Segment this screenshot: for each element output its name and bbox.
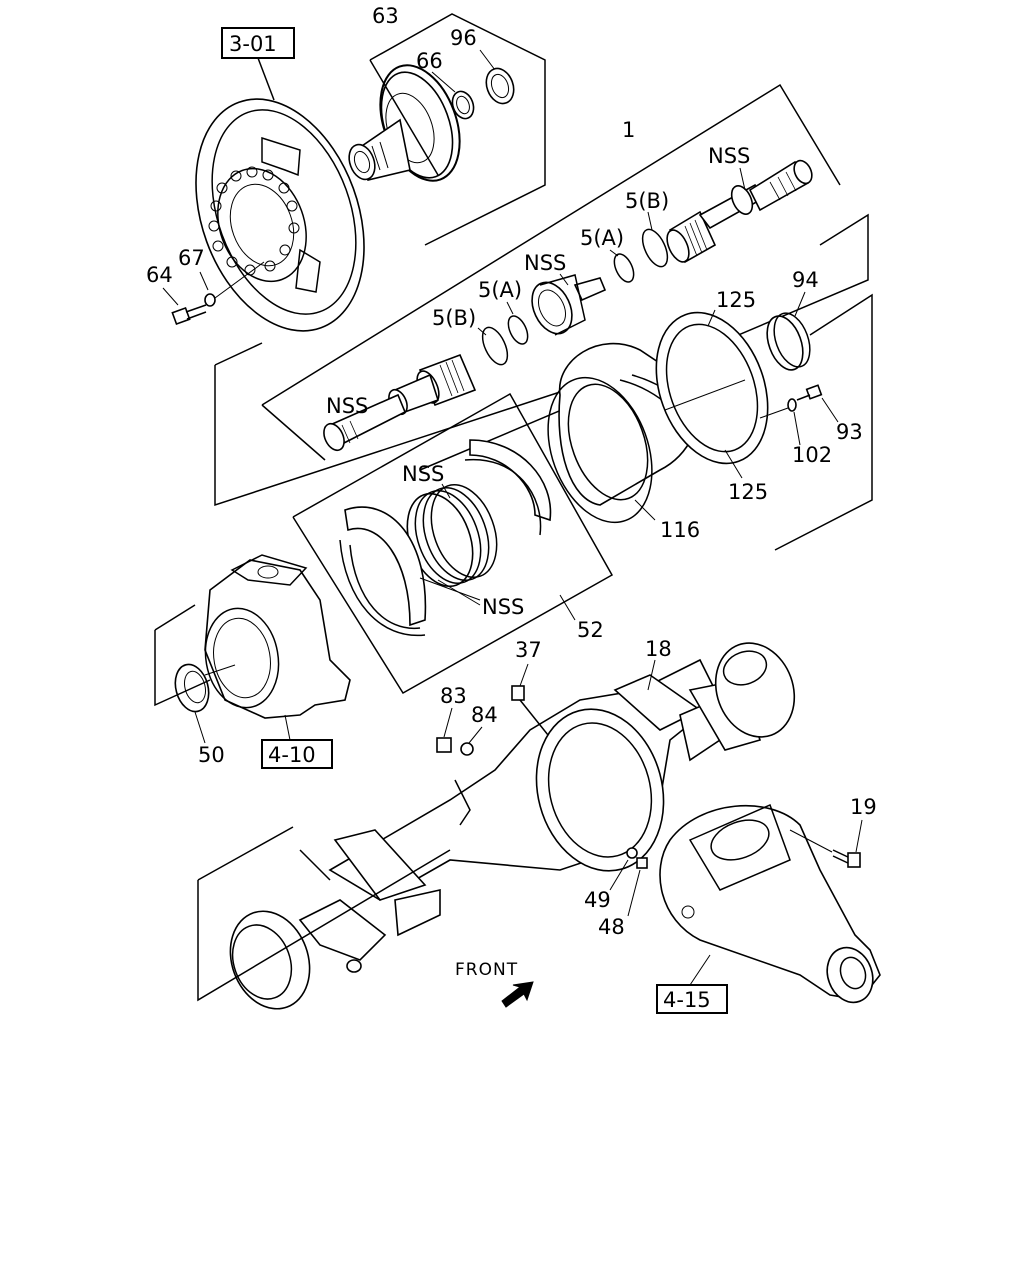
front-label: FRONT xyxy=(455,960,518,980)
plug-83 xyxy=(436,737,452,753)
washer-49 xyxy=(626,847,638,859)
brake-drum-lining xyxy=(406,483,498,588)
ref-box-4-10[interactable] xyxy=(261,739,333,769)
label-nss-left[interactable]: NSS xyxy=(326,394,368,418)
axle-housing xyxy=(229,642,796,1010)
breather-37 xyxy=(511,685,549,736)
label-125-top[interactable]: 125 xyxy=(716,288,756,312)
bearing-nss xyxy=(531,274,607,336)
snap-ring-5b-mid xyxy=(481,326,509,366)
label-102[interactable]: 102 xyxy=(792,443,832,467)
label-18[interactable]: 18 xyxy=(645,637,672,661)
label-5b-top[interactable]: 5(B) xyxy=(625,189,669,213)
washer-84 xyxy=(460,742,474,756)
nut-48 xyxy=(636,857,648,869)
ref-box-4-15[interactable] xyxy=(656,984,728,1014)
axle-spindle xyxy=(348,64,461,182)
snap-ring-5a-top xyxy=(613,253,635,283)
bolt-93 xyxy=(796,384,823,401)
axle-shaft-lower xyxy=(323,353,477,452)
label-48[interactable]: 48 xyxy=(598,915,625,939)
differential-carrier xyxy=(659,803,881,1004)
brake-shoe-upper xyxy=(464,439,552,536)
part-66-ring xyxy=(451,90,475,120)
label-116[interactable]: 116 xyxy=(660,518,700,542)
label-52[interactable]: 52 xyxy=(577,618,604,642)
axle-end-housing xyxy=(204,554,351,719)
label-84[interactable]: 84 xyxy=(471,703,498,727)
label-nss-ring-top[interactable]: NSS xyxy=(402,462,444,486)
label-5a-top[interactable]: 5(A) xyxy=(580,226,624,250)
label-37[interactable]: 37 xyxy=(515,638,542,662)
label-nss-top[interactable]: NSS xyxy=(708,144,750,168)
label-96[interactable]: 96 xyxy=(450,26,477,50)
snap-ring-5b-top xyxy=(641,228,669,268)
part-96-sleeve xyxy=(485,67,515,105)
label-64[interactable]: 64 xyxy=(146,263,173,287)
label-1[interactable]: 1 xyxy=(622,118,635,142)
label-125-bot[interactable]: 125 xyxy=(728,480,768,504)
label-93[interactable]: 93 xyxy=(836,420,863,444)
washer-67 xyxy=(204,293,216,307)
label-nss-mid[interactable]: NSS xyxy=(524,251,566,275)
label-83[interactable]: 83 xyxy=(440,684,467,708)
label-49[interactable]: 49 xyxy=(584,888,611,912)
arrow-northeast-icon xyxy=(501,981,534,1008)
axle-shaft-upper xyxy=(666,159,813,264)
ref-3-01[interactable]: 3-01 xyxy=(229,32,277,56)
bolt-64 xyxy=(171,304,207,326)
label-66[interactable]: 66 xyxy=(416,49,443,73)
label-5a-mid[interactable]: 5(A) xyxy=(478,278,522,302)
ref-4-15[interactable]: 4-15 xyxy=(663,988,711,1012)
label-5b-mid[interactable]: 5(B) xyxy=(432,306,476,330)
brake-backing-plate xyxy=(195,98,365,332)
seal-94 xyxy=(766,312,811,371)
label-19[interactable]: 19 xyxy=(850,795,877,819)
label-50[interactable]: 50 xyxy=(198,743,225,767)
ref-4-10[interactable]: 4-10 xyxy=(268,743,316,767)
gasket-125 xyxy=(655,311,769,465)
label-67[interactable]: 67 xyxy=(178,246,205,270)
label-nss-ring-bot[interactable]: NSS xyxy=(482,595,524,619)
washer-102 xyxy=(787,398,797,412)
label-63[interactable]: 63 xyxy=(372,4,399,28)
bolt-19 xyxy=(832,849,861,868)
label-94[interactable]: 94 xyxy=(792,268,819,292)
brake-shoe-lower xyxy=(339,506,427,637)
snap-ring-5a-mid xyxy=(507,315,529,345)
